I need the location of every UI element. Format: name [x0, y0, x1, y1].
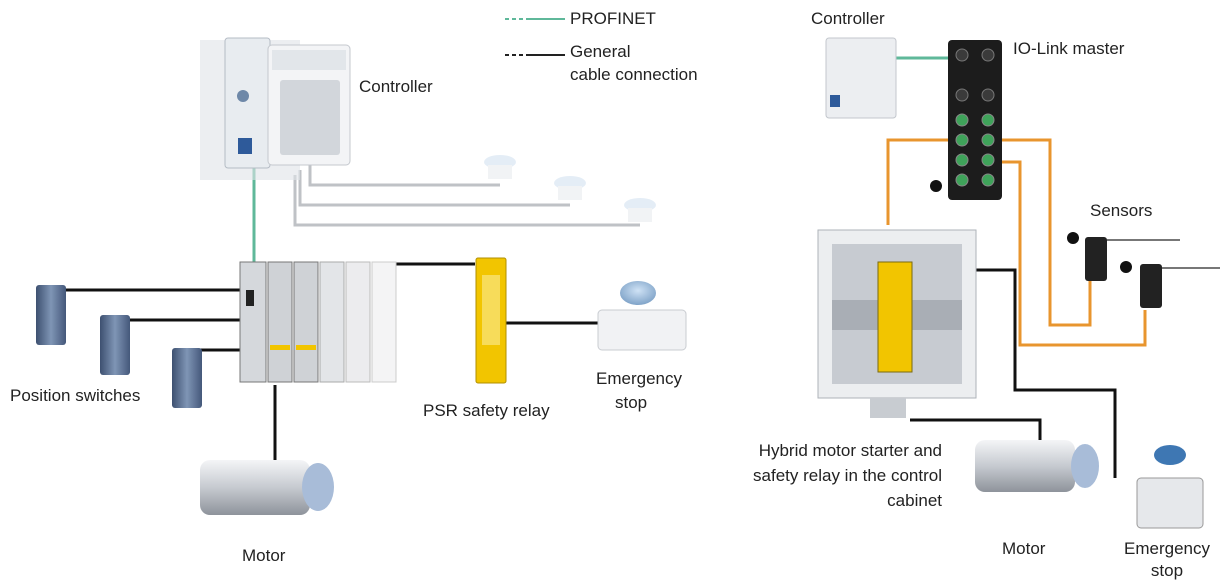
left-emergency-line1: Emergency [596, 369, 682, 388]
right-controller-label: Controller [811, 9, 885, 28]
left-controller [200, 37, 351, 180]
right-emergency-stop [1136, 445, 1204, 529]
left-motor-label: Motor [242, 546, 286, 565]
control-cabinet [817, 229, 977, 418]
iolink-master [948, 40, 1002, 200]
cabinet-line2: safety relay in the control [753, 466, 942, 485]
module-rail [239, 261, 397, 383]
legend-general-line2: cable connection [570, 65, 698, 84]
psr-relay [475, 257, 507, 384]
left-emergency-stop [597, 281, 687, 351]
sensors-label: Sensors [1090, 201, 1153, 220]
iolink-label: IO-Link master [1013, 39, 1125, 58]
right-controller [825, 37, 897, 119]
left-motor [200, 460, 334, 515]
legend [505, 18, 565, 56]
right-motor-label: Motor [1002, 539, 1046, 558]
left-distant-buttons [484, 155, 656, 222]
left-controller-label: Controller [359, 77, 433, 96]
cabinet-line1: Hybrid motor starter and [758, 441, 942, 460]
right-motor [975, 440, 1099, 492]
psr-relay-label: PSR safety relay [423, 401, 550, 420]
legend-general-line1: General [570, 42, 631, 61]
right-emergency-line2: stop [1150, 561, 1184, 580]
right-cables [886, 56, 1147, 478]
sensors [1085, 237, 1220, 308]
left-emergency-line2: stop [615, 393, 648, 412]
cabinet-line3: cabinet [887, 491, 942, 510]
right-emergency-line1: Emergency [1124, 539, 1210, 558]
legend-profinet-label: PROFINET [570, 9, 656, 28]
position-switches [36, 285, 202, 408]
io-symbol-icons [930, 180, 1132, 273]
position-switches-label: Position switches [10, 386, 141, 405]
